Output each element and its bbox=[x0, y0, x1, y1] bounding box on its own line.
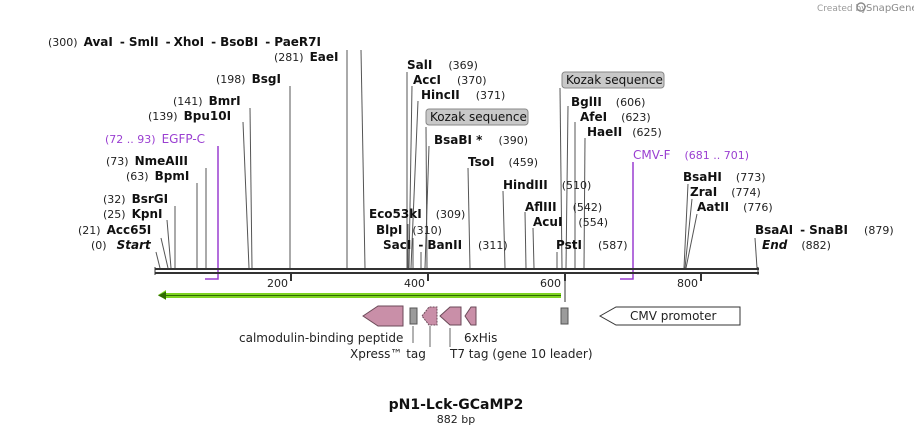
ruler-tick-marks bbox=[290, 274, 702, 281]
kozak-callout-2 bbox=[561, 71, 665, 89]
sixhis-label: 6xHis bbox=[464, 331, 497, 345]
site-eaei: (281)EaeI bbox=[274, 50, 339, 64]
feature-shapes bbox=[362, 305, 741, 327]
site-haeii: HaeII(625) bbox=[587, 125, 662, 139]
site-labels-middle: SalI(369) AccI(370) HincII(371) BsaBI *(… bbox=[369, 58, 628, 252]
ruler-tick-400: 400 bbox=[404, 277, 425, 290]
kozak-callout-1 bbox=[425, 108, 529, 126]
site-afliii: AflIII(542) bbox=[525, 200, 602, 214]
site-afei: AfeI(623) bbox=[580, 110, 651, 124]
t7-tag-label: T7 tag (gene 10 leader) bbox=[449, 347, 593, 361]
site-bmri: (141)BmrI bbox=[173, 94, 241, 108]
site-hindiii: HindIII(510) bbox=[503, 178, 591, 192]
site-bsgi: (198)BsgI bbox=[216, 72, 281, 86]
site-hincii: HincII(371) bbox=[421, 88, 505, 102]
site-bsaai: BsaAI-SnaBI(879) bbox=[755, 223, 894, 237]
site-end: End(882) bbox=[762, 238, 831, 252]
site-bsahi: BsaHI(773) bbox=[683, 170, 766, 184]
site-labels-left: (300)AvaI-SmlI-XhoI-BsoBI-PaeR7I (281)Ea… bbox=[48, 35, 339, 252]
site-leader-lines bbox=[155, 49, 758, 269]
kozak-feature-shape bbox=[560, 307, 569, 325]
t7-tag-shape bbox=[464, 306, 477, 326]
site-kpni: (25)KpnI bbox=[103, 207, 163, 221]
ruler-tick-200: 200 bbox=[267, 277, 288, 290]
feature-pink-small-shape bbox=[421, 306, 438, 326]
site-bglii: BglII(606) bbox=[571, 95, 645, 109]
site-bpu10i: (139)Bpu10I bbox=[148, 109, 231, 123]
primer-brackets bbox=[205, 146, 634, 280]
site-bsrgi: (32)BsrGI bbox=[103, 192, 168, 206]
created-by-label: Created by bbox=[817, 4, 867, 14]
site-sali: SalI(369) bbox=[407, 58, 478, 72]
site-saci: SacI-BanII(311) bbox=[383, 238, 508, 252]
site-cmv-f: CMV-F(681 .. 701) bbox=[633, 148, 749, 162]
calmodulin-binding-peptide-label: calmodulin-binding peptide bbox=[239, 331, 403, 345]
xpress-tag-shape bbox=[409, 307, 418, 325]
ruler-tick-800: 800 bbox=[677, 277, 698, 290]
cmv-promoter-label: CMV promoter bbox=[630, 309, 717, 323]
cmv-promoter-shape bbox=[598, 306, 741, 326]
site-blpi: BlpI(310) bbox=[376, 223, 442, 237]
site-nmeaiii: (73)NmeAIII bbox=[106, 154, 188, 168]
kozak-callout-2-label: Kozak sequence bbox=[566, 73, 663, 87]
site-egfp-c: (72 .. 93)EGFP-C bbox=[105, 132, 205, 146]
site-aatii: AatII(776) bbox=[697, 200, 773, 214]
site-zrai: ZraI(774) bbox=[690, 185, 761, 199]
site-acui: AcuI(554) bbox=[533, 215, 608, 229]
sixhis-shape bbox=[439, 306, 462, 326]
ruler-tick-600: 600 bbox=[540, 277, 561, 290]
xpress-tag-label: Xpress™ tag bbox=[350, 347, 426, 361]
feature-leader-lines bbox=[412, 326, 451, 347]
sequence-name: pN1-Lck-GCaMP2 bbox=[389, 397, 524, 413]
site-labels-right: BglII(606) AfeI(623) HaeII(625) CMV-F(68… bbox=[571, 95, 894, 252]
site-bpmi: (63)BpmI bbox=[126, 169, 189, 183]
site-avai: (300)AvaI-SmlI-XhoI-BsoBI-PaeR7I bbox=[48, 35, 321, 49]
site-acci: AccI(370) bbox=[413, 73, 487, 87]
orf-arrow bbox=[158, 290, 561, 300]
site-start: (0)Start bbox=[91, 238, 152, 252]
kozak-callout-1-label: Kozak sequence bbox=[430, 110, 527, 124]
site-bsabi: BsaBI *(390) bbox=[434, 133, 528, 147]
site-eco53ki: Eco53kI(309) bbox=[369, 207, 465, 221]
snapgene-logo-icon bbox=[856, 2, 866, 12]
calmodulin-binding-peptide-shape bbox=[362, 305, 404, 327]
site-acc65i: (21)Acc65I bbox=[78, 223, 151, 237]
sequence-backbone bbox=[154, 267, 759, 275]
snapgene-brand: SnapGene bbox=[866, 3, 914, 14]
site-tsoi: TsoI(459) bbox=[468, 155, 538, 169]
site-psti: PstI(587) bbox=[556, 238, 628, 252]
sequence-length: 882 bp bbox=[437, 413, 475, 426]
